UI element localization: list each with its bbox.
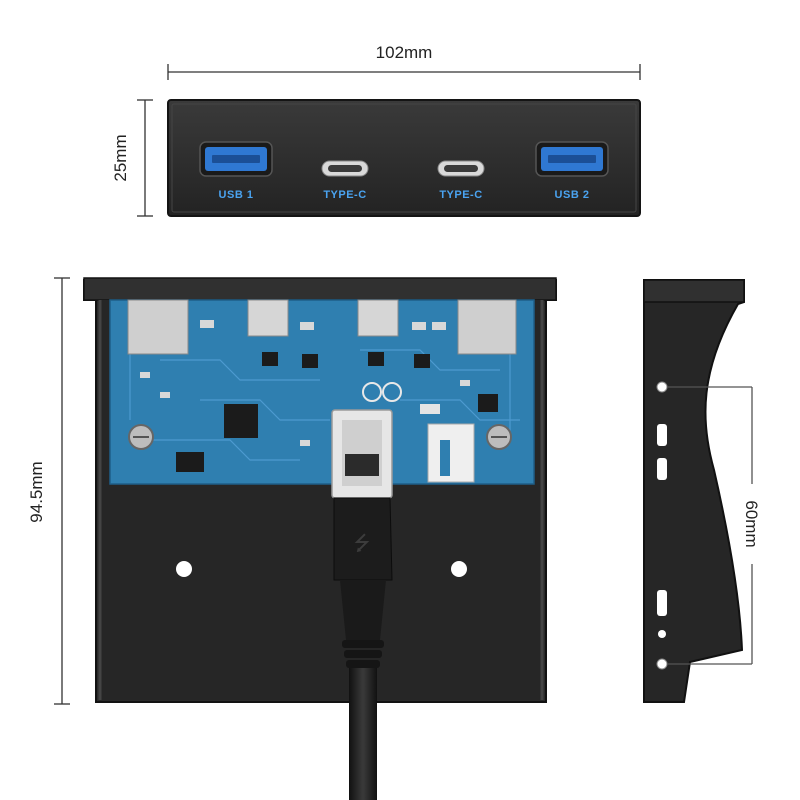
side-bracket-body — [643, 279, 745, 703]
width-label: 102mm — [376, 43, 433, 62]
front-panel-bevel — [171, 103, 637, 213]
side-view-bracket: 60mm — [643, 279, 764, 703]
top-view-bracket: ⭍ — [83, 277, 557, 800]
pcb-chip-d — [414, 354, 430, 368]
internal-usb-header-cable: ⭍ — [331, 409, 393, 800]
bracket-hole-left — [176, 561, 192, 577]
bracket-hole-right — [451, 561, 467, 577]
usb-2-pins — [548, 155, 596, 163]
usb-trident-icon: ⭍ — [354, 533, 371, 555]
front-panel-body — [167, 99, 641, 217]
side-screw-hole-top — [656, 381, 668, 393]
pcb-power-connector — [427, 423, 475, 483]
pcb-chip-a — [262, 352, 278, 366]
pcb-type-c-right — [357, 299, 399, 337]
screw-spacing-label: 60mm — [742, 500, 761, 547]
cable-strain-ribs — [342, 640, 384, 668]
side-bracket-top-lip — [643, 279, 745, 303]
type-c-left-opening — [328, 165, 362, 172]
pcb-type-c-left — [247, 299, 289, 337]
type-c-port-right: TYPE-C — [437, 160, 485, 201]
side-slot-3 — [657, 590, 667, 616]
cable-boot — [333, 497, 393, 581]
pcb-screw-right — [486, 424, 512, 450]
side-small-hole — [658, 630, 666, 638]
pcb-usb-a-right — [457, 299, 517, 355]
side-slot-2 — [657, 458, 667, 480]
width-dimension: 102mm — [167, 43, 641, 80]
pcb-chip-e — [478, 394, 498, 412]
pcb-chip-c — [368, 352, 384, 366]
bracket-front-lip — [83, 277, 557, 301]
internal-usb-plug-inner — [342, 420, 382, 486]
type-c-port-left: TYPE-C — [321, 160, 369, 201]
usb-1-port: USB 1 — [199, 141, 273, 201]
type-c-left-label: TYPE-C — [323, 189, 366, 201]
front-panel: USB 1 TYPE-C TYPE-C USB 2 — [167, 99, 641, 217]
pcb-chip-small — [176, 452, 204, 472]
side-slot-1 — [657, 424, 667, 446]
cable — [349, 668, 377, 800]
type-c-right-label: TYPE-C — [439, 189, 482, 201]
internal-usb-plug-opening — [345, 454, 379, 476]
usb-2-port: USB 2 — [535, 141, 609, 201]
screw-spacing-label-bg — [740, 484, 764, 564]
side-screw-hole-bottom — [656, 658, 668, 670]
usb-2-label: USB 2 — [555, 189, 590, 201]
cable-strain-relief — [340, 580, 386, 640]
usb-1-pins — [212, 155, 260, 163]
pcb-screw-left — [128, 424, 154, 450]
depth-label: 94.5mm — [27, 461, 46, 522]
pcb-usb-a-left — [127, 299, 189, 355]
height-label: 25mm — [111, 134, 130, 181]
screw-spacing-dimension: 60mm — [668, 386, 764, 665]
pcb-chip-b — [302, 354, 318, 368]
height-dimension: 25mm — [111, 99, 153, 217]
pcb-power-connector-slot — [440, 440, 450, 476]
type-c-right-opening — [444, 165, 478, 172]
usb-1-label: USB 1 — [219, 189, 254, 201]
ce-mark-icon — [362, 382, 402, 402]
depth-dimension: 94.5mm — [27, 277, 70, 705]
pcb-hub-controller-chip — [224, 404, 258, 438]
